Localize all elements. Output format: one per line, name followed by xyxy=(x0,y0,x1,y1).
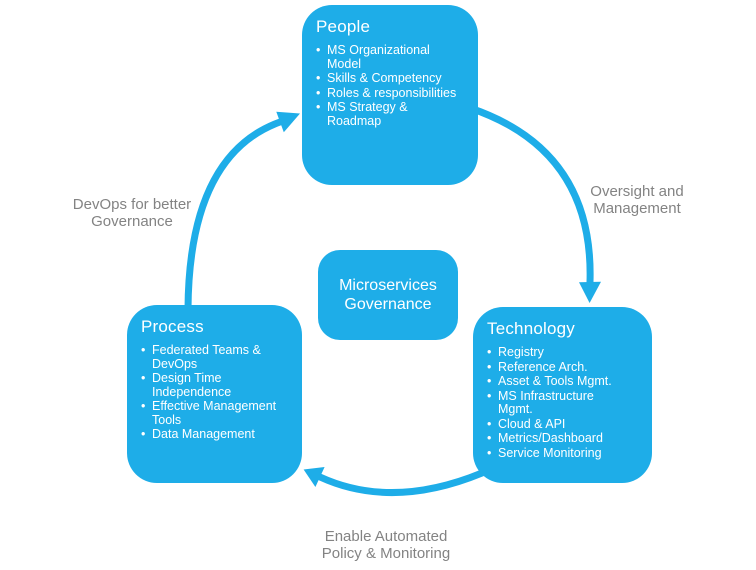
list-item: Registry xyxy=(487,346,630,360)
arrow-technology-to-process-icon xyxy=(303,467,486,496)
list-item: Asset & Tools Mgmt. xyxy=(487,375,630,389)
list-item: Skills & Competency xyxy=(316,72,460,86)
people-box: People MS Organizational Model Skills & … xyxy=(302,5,478,185)
process-box-list: Federated Teams & DevOps Design Time Ind… xyxy=(141,344,284,442)
technology-box: Technology Registry Reference Arch. Asse… xyxy=(473,307,652,483)
list-item: Data Management xyxy=(141,428,284,442)
arrow-process-to-people-icon xyxy=(184,111,300,313)
list-item: Service Monitoring xyxy=(487,446,630,461)
technology-box-title: Technology xyxy=(487,319,576,338)
process-box: Process Federated Teams & DevOps Design … xyxy=(127,305,302,483)
list-item: Roles & responsibilities xyxy=(316,86,460,101)
label-oversight-and-management: Oversight and Management xyxy=(590,183,684,218)
center-governance-label: Microservices Governance xyxy=(339,276,437,313)
list-item: Design Time Independence xyxy=(141,372,284,399)
label-devops-for-better-governance: DevOps for better Governance xyxy=(72,196,192,231)
list-item: Effective Management Tools xyxy=(141,400,284,427)
list-item: MS Infrastructure Mgmt. xyxy=(487,389,630,417)
list-item: MS Organizational Model xyxy=(316,44,460,71)
people-box-title: People xyxy=(316,17,371,36)
list-item: Metrics/Dashboard xyxy=(487,432,630,446)
arrow-people-to-technology-icon xyxy=(466,104,601,303)
list-item: Cloud & API xyxy=(487,417,630,432)
label-enable-automated-policy-monitoring: Enable Automated Policy & Monitoring xyxy=(321,528,451,563)
list-item: Federated Teams & DevOps xyxy=(141,344,284,371)
process-box-title: Process xyxy=(141,317,204,336)
list-item: Reference Arch. xyxy=(487,360,630,375)
technology-box-list: Registry Reference Arch. Asset & Tools M… xyxy=(487,346,630,460)
center-governance-box: Microservices Governance xyxy=(318,250,458,340)
list-item: MS Strategy & Roadmap xyxy=(316,101,460,128)
people-box-list: MS Organizational Model Skills & Compete… xyxy=(316,44,460,128)
